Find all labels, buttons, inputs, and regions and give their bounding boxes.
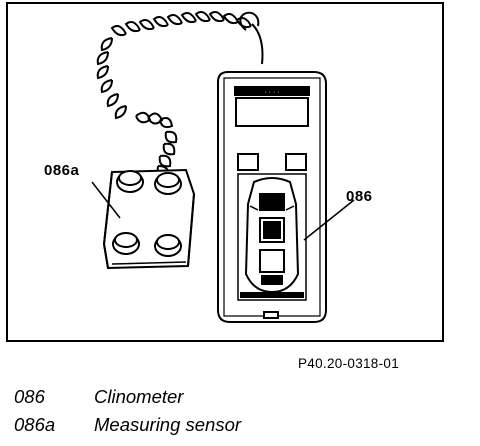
callout-sensor-label: 086a bbox=[44, 162, 80, 179]
clinometer-device: · · · · bbox=[217, 71, 355, 323]
legend-code: 086 bbox=[14, 386, 45, 407]
legend-code: 086a bbox=[14, 414, 56, 435]
measuring-sensor bbox=[91, 168, 196, 270]
coiled-cable bbox=[96, 11, 264, 178]
clinometer-illustration: · · · · bbox=[91, 11, 355, 323]
legend-description: Measuring sensor bbox=[94, 414, 242, 435]
callout-clinometer-label: 086 bbox=[346, 188, 373, 205]
legend-description: Clinometer bbox=[94, 386, 184, 407]
svg-text:· · · ·: · · · · bbox=[264, 89, 279, 96]
figure-id: P40.20-0318-01 bbox=[298, 356, 400, 371]
figure-frame: · · · · 086a 086 bbox=[6, 2, 444, 342]
